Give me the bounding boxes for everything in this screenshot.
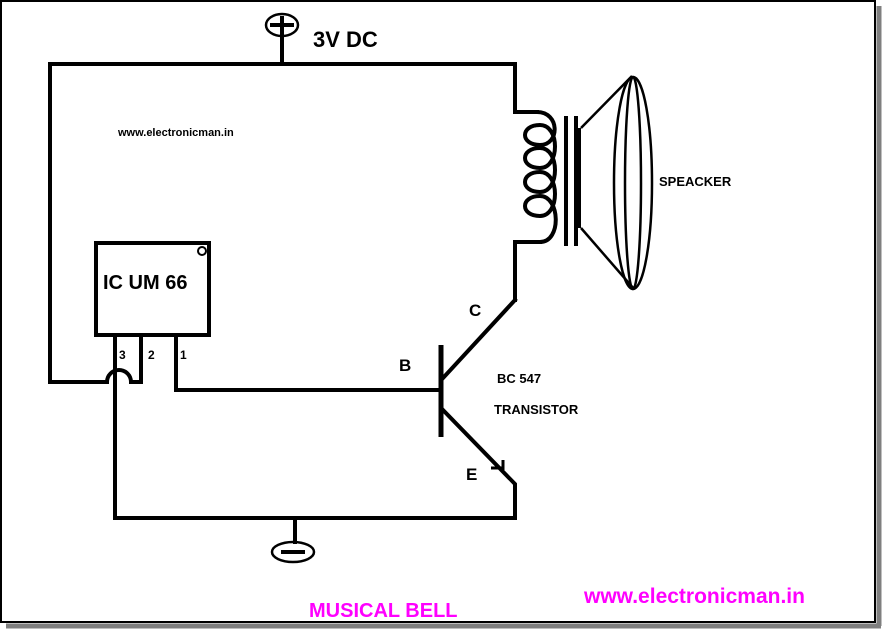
positive-rail-wire <box>280 34 517 112</box>
ic-pin-1-label: 1 <box>180 348 187 362</box>
negative-terminal-symbol <box>270 540 316 564</box>
footer-website: www.electronicman.in <box>583 585 805 608</box>
emitter-lead <box>113 388 517 520</box>
speaker-coil-symbol <box>513 108 558 302</box>
emitter-label: E <box>466 465 477 484</box>
speaker-label: SPEACKER <box>659 174 732 189</box>
ic-pin-2-label: 2 <box>148 348 155 362</box>
diagram-title: MUSICAL BELL <box>309 600 458 622</box>
collector-label: C <box>469 301 481 320</box>
left-wire <box>48 62 284 384</box>
positive-terminal-symbol <box>264 12 300 38</box>
watermark-website-top: www.electronicman.in <box>117 127 234 139</box>
collector-lead <box>440 297 518 381</box>
base-label: B <box>399 356 411 375</box>
wire-crossover-jump <box>104 368 134 385</box>
ic-pin-3-label: 3 <box>119 348 126 362</box>
transistor-type-label: TRANSISTOR <box>494 402 579 417</box>
ic-label: IC UM 66 <box>103 272 187 294</box>
ic-notch-dot <box>197 246 207 256</box>
speaker-icon <box>577 75 654 291</box>
ic-pin1-lead <box>174 333 443 392</box>
ic-um66-block <box>94 241 211 337</box>
supply-voltage-label: 3V DC <box>313 27 378 52</box>
transistor-model-label: BC 547 <box>497 371 541 386</box>
